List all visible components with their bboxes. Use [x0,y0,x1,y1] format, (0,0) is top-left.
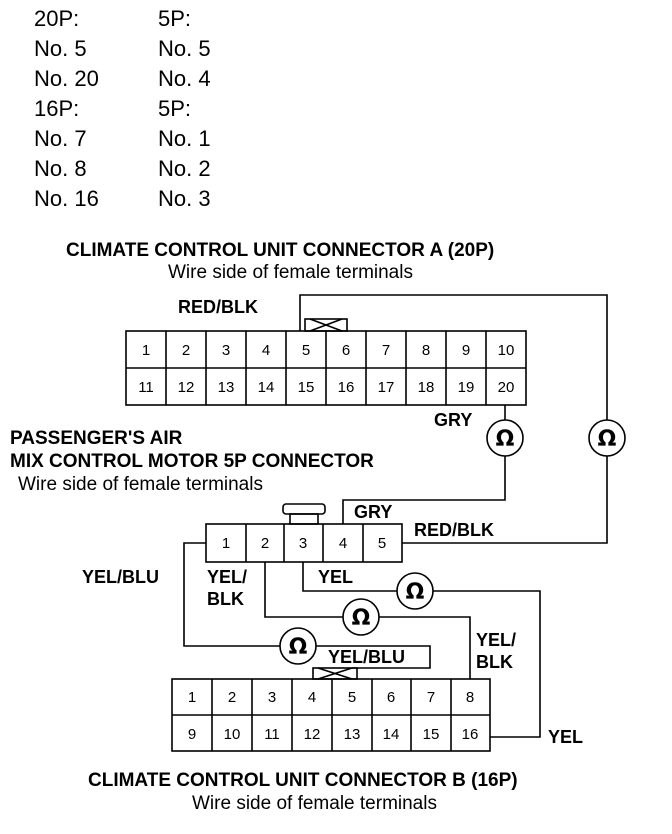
connector-b-pin: 15 [423,726,440,743]
connector-b-pin: 8 [466,689,474,706]
connector-b-pin: 13 [344,726,361,743]
wire-yel-blu-b [316,645,431,669]
ohm-symbol: Ω [352,606,371,631]
connector-b-pin: 14 [383,726,400,743]
connector-b-pin: 10 [224,726,241,743]
connector-a-pin: 14 [258,379,275,396]
pin-table-cell: 5P: [158,6,192,31]
wire-yel-b [433,590,541,738]
wire-label-gry-motor: GRY [354,502,393,522]
connector-a-pin: 3 [222,342,230,359]
connector-a-pin: 5 [302,342,310,359]
pin-table-cell: 20P: [34,6,80,31]
ohm-symbol: Ω [598,427,617,452]
wire-label-red-blk-a: RED/BLK [178,297,258,317]
wire-label-yel-blk-right-1: YEL/ [476,630,517,650]
connector-b-pin: 5 [348,689,356,706]
motor-connector-pin: 4 [339,535,347,552]
connector-b-title: CLIMATE CONTROL UNIT CONNECTOR B (16P) [88,770,518,791]
connector-b-pin: 12 [304,726,321,743]
connector-b-pin: 11 [264,726,280,743]
wire-label-gry-a: GRY [434,410,473,430]
wire-label-red-blk-motor: RED/BLK [414,520,494,540]
wire-gry-motor [342,456,506,524]
ohm-symbol: Ω [406,580,425,605]
connector-b-pin: 16 [462,726,479,743]
motor-connector-pin: 5 [378,535,386,552]
connector-a-pin: 2 [182,342,190,359]
connector-a-pin: 15 [298,379,315,396]
wire-label-yel-blk-right-2: BLK [476,652,513,672]
ohmmeter-red-blk [588,419,626,457]
pin-table-cell: No. 1 [158,126,211,151]
pin-table-cell: No. 7 [34,126,87,151]
connector-a-pin: 16 [338,379,355,396]
connector-a-pin: 10 [498,342,515,359]
ohmmeter-yel-blu [279,627,317,665]
wire-label-yel-blu-b: YEL/BLU [328,647,406,667]
pin-table-left: 20P: No. 5 No. 20 16P: No. 7 No. 8 No. 1… [34,4,99,214]
connector-b-pin: 6 [387,689,395,706]
motor-connector-title-line1: PASSENGER'S AIR [10,428,183,449]
pin-table-cell: No. 16 [34,186,99,211]
wire-yel [302,562,397,592]
wire-red-blk [299,294,608,420]
wire-label-yel-mid: YEL [318,567,354,587]
pin-table-cell: No. 20 [34,66,99,91]
connector-a-title: CLIMATE CONTROL UNIT CONNECTOR A (20P) [66,240,495,261]
connector-a-pin: 7 [382,342,390,359]
pin-table-cell: No. 2 [158,156,211,181]
connector-b-pin: 3 [268,689,276,706]
pin-table-right: 5P: No. 5 No. 4 5P: No. 1 No. 2 No. 3 [158,4,211,214]
connector-a-pin: 17 [378,379,395,396]
connector-a-pin: 1 [142,342,150,359]
connector-a-pin: 19 [458,379,475,396]
connector-b-pin: 2 [228,689,236,706]
motor-connector-pin: 3 [299,535,307,552]
ohmmeter-yel [396,572,434,610]
ohmmeter-a-gry [486,419,524,457]
connector-a-pin: 9 [462,342,470,359]
wire-yel-blk [264,562,343,618]
connector-b-latch [312,667,358,680]
connector-a-pin: 6 [342,342,350,359]
connector-b-pin: 4 [308,689,316,706]
connector-a-pin: 12 [178,379,195,396]
ohm-symbol: Ω [496,427,515,452]
motor-connector-latch [282,503,326,515]
connector-b-subtitle: Wire side of female terminals [192,793,437,814]
motor-connector-title-line2: MIX CONTROL MOTOR 5P CONNECTOR [10,451,374,472]
wire-label-yel-blk-left-1: YEL/ [207,567,248,587]
connector-b-pin: 7 [427,689,435,706]
ohmmeter-yel-blk [342,598,380,636]
motor-connector-pin: 1 [222,535,230,552]
connector-a-pin: 20 [498,379,515,396]
connector-a-pin: 13 [218,379,235,396]
pin-table-cell: 16P: [34,96,80,121]
connector-b-pin: 1 [188,689,196,706]
connector-a-latch [304,318,348,332]
pin-table-cell: No. 5 [158,36,211,61]
pin-table-cell: No. 8 [34,156,87,181]
pin-table-cell: No. 3 [158,186,211,211]
wire-yel-blu [183,542,280,647]
pin-table-cell: No. 4 [158,66,211,91]
connector-a-pin: 8 [422,342,430,359]
ohm-symbol: Ω [289,635,308,660]
connector-a-pin: 4 [262,342,270,359]
wire-label-yel-b: YEL [548,727,584,747]
connector-a-pin: 11 [138,379,154,396]
pin-table-cell: No. 5 [34,36,87,61]
wire-yel-blk-b [379,616,471,679]
wire-label-yel-blu-left: YEL/BLU [82,567,160,587]
wire-label-yel-blk-left-2: BLK [207,589,244,609]
connector-a-pin: 18 [418,379,435,396]
connector-a-subtitle: Wire side of female terminals [168,262,413,283]
wire-red-blk-motor [402,456,608,544]
motor-connector-subtitle: Wire side of female terminals [18,474,263,495]
pin-table-cell: 5P: [158,96,192,121]
connector-b-pin: 9 [188,726,196,743]
motor-connector-pin: 2 [261,535,269,552]
